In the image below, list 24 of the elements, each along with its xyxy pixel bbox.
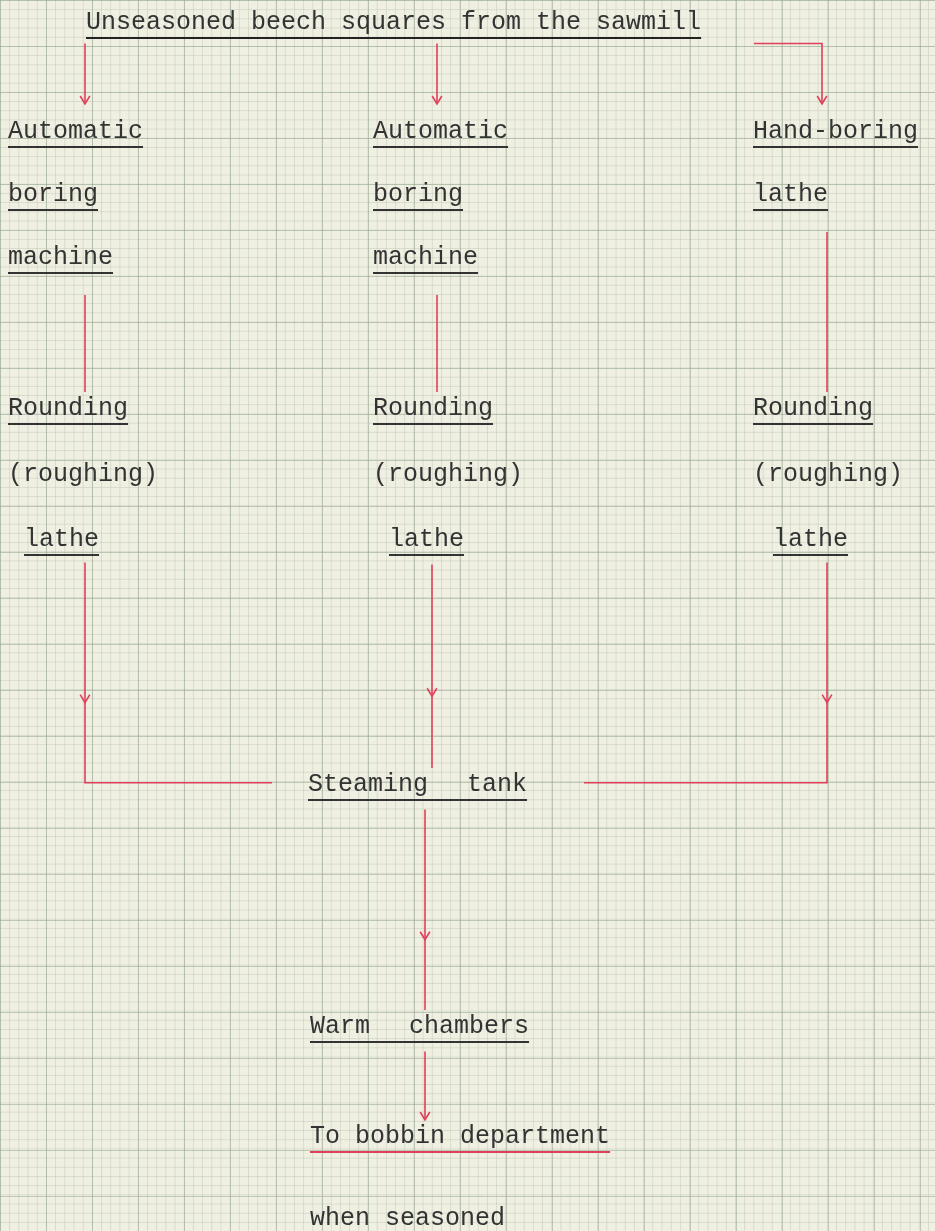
arrow [753,42,828,106]
arrow [79,42,91,106]
step-label: Steaming tank [308,769,529,801]
step-label: (roughing) [753,458,905,491]
step-label: (roughing) [373,458,525,491]
step-label: Rounding [753,393,875,425]
step-label: Rounding [373,393,495,425]
step-label: Automatic boring machine [373,116,510,274]
arrow [431,42,443,106]
connector-line [826,231,828,393]
step-label: Automatic boring machine [8,116,145,274]
arrow [419,1050,431,1122]
step-label: when seasoned [310,1202,507,1231]
connector-line [84,294,86,393]
step-label: lathe [23,524,100,556]
connector-line [436,294,438,393]
step-label: Warm chambers [310,1011,531,1043]
step-label: (roughing) [8,458,160,491]
step-label: To bobbin department [310,1121,612,1153]
step-label: Rounding [8,393,130,425]
step-label: Unseasoned beech squares from the sawmill [86,7,703,39]
step-label: lathe [388,524,465,556]
step-label: lathe [772,524,849,556]
step-label: Hand-boring lathe [753,116,920,211]
